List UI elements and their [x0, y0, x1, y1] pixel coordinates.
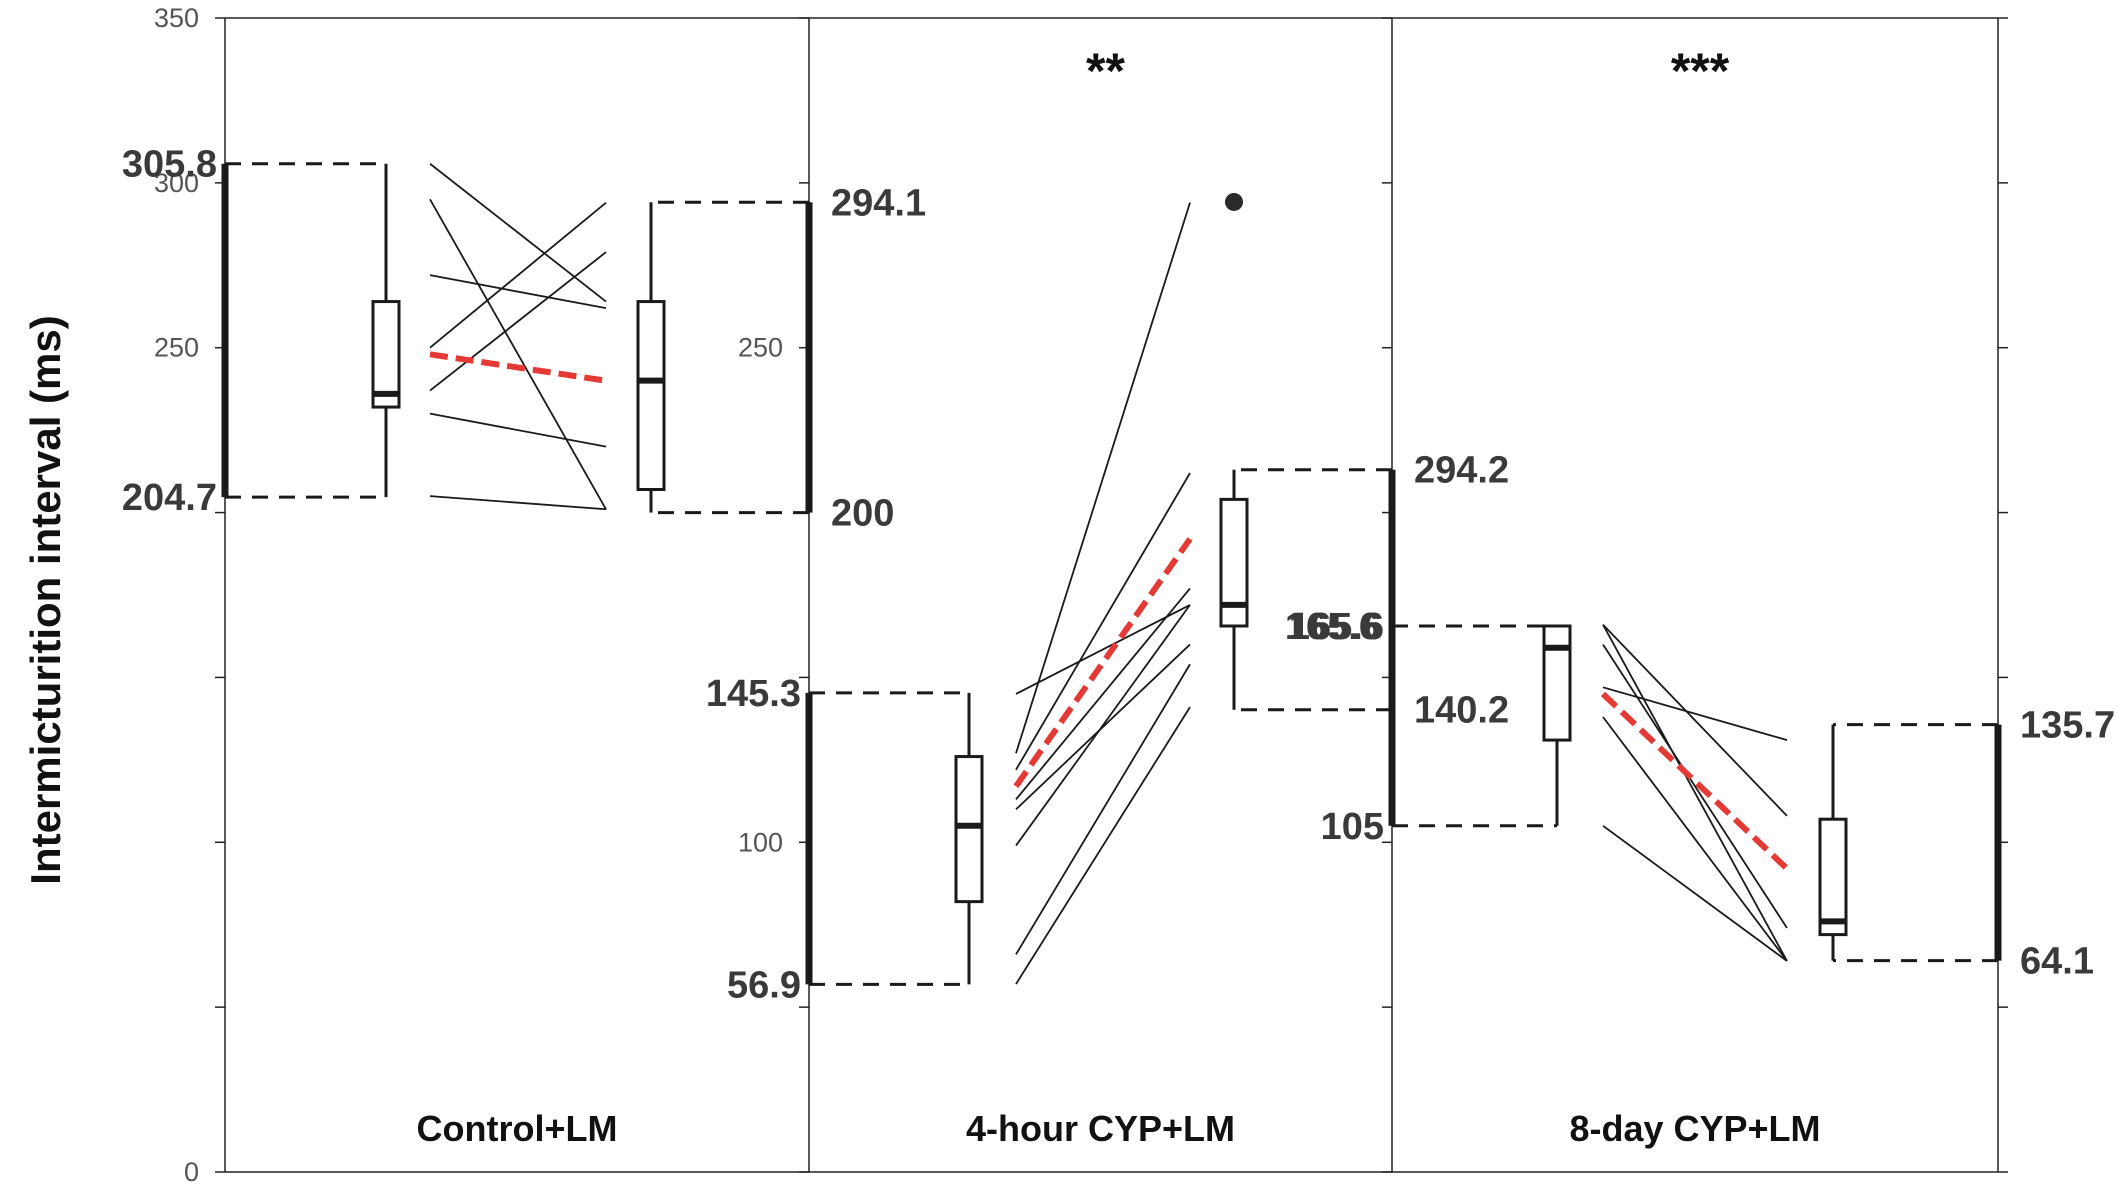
axes-frame [224, 17, 1999, 1173]
group-2-after-outlier-point [1225, 192, 1243, 211]
group-3-mean-line [1600, 691, 1790, 871]
group-2-pair-line [1015, 663, 1191, 955]
group-3-pair-line [1602, 716, 1788, 962]
group-3-after-max-label: 135.7 [2020, 705, 2115, 747]
group-3-before-min-label: 105 [1321, 806, 1384, 848]
group-1-pair-line [429, 495, 607, 511]
group-2-pair-line [1015, 604, 1191, 695]
group-3-before-box [1542, 624, 1572, 742]
group-2-significance-label: ** [1086, 43, 1125, 99]
group-3-after-box [1818, 817, 1848, 937]
group-2-name-label: 4-hour CYP+LM [966, 1108, 1235, 1149]
text-labels: 0 250 300 350 100 250 305.8 204.7 294.1 200Contro… [122, 3, 2115, 1187]
group-2-after-q1-label: 165.6 [1285, 606, 1380, 648]
mean-lines [429, 351, 1790, 871]
group-3-significance-label: *** [1671, 43, 1730, 99]
group-1-after-box [636, 300, 666, 491]
group-1-before-min-label: 204.7 [122, 477, 217, 519]
y-axis-label: Intermicturition interval (ms) [22, 315, 69, 884]
group-2-pair-line [1015, 706, 1191, 985]
group-1-pair-line [429, 198, 607, 510]
box-plots [371, 163, 1848, 985]
y-tick-label-left: 0 [184, 1157, 199, 1187]
y-tick-label-left: 350 [154, 3, 199, 33]
group-2-pair-line [1015, 643, 1191, 810]
y-tick-label-inner: 250 [738, 333, 783, 363]
group-3-pair-line [1602, 643, 1788, 929]
group-3-pair-line [1602, 624, 1788, 962]
group-1-before-max-label: 305.8 [122, 144, 217, 186]
group-2-after-max-label: 294.2 [1414, 450, 1509, 492]
group-1-name-label: Control+LM [417, 1108, 618, 1149]
axis-ticks [215, 17, 2008, 1173]
group-3-name-label: 8-day CYP+LM [1569, 1108, 1820, 1149]
group-2-after-min-label: 140.2 [1414, 690, 1509, 732]
group-1-after-min-label: 200 [831, 493, 894, 535]
group-1-pair-line [429, 251, 607, 392]
group-3-pair-line [1602, 624, 1788, 817]
group-1-pair-line [429, 163, 607, 303]
group-1-before-box [371, 300, 401, 409]
y-tick-label-inner: 100 [738, 827, 783, 857]
y-tick-label-left: 250 [154, 333, 199, 363]
group-1-pair-line [429, 201, 607, 349]
group-3-pair-line [1602, 825, 1788, 962]
range-brackets [221, 162, 2002, 986]
paired-lines [429, 163, 1788, 985]
group-1-pair-line [429, 274, 607, 310]
group-2-pair-line [1015, 202, 1191, 754]
group-2-before-min-label: 56.9 [727, 964, 801, 1006]
group-2-before-box [954, 755, 984, 904]
group-2-pair-line [1015, 587, 1191, 800]
group-1-pair-line [429, 412, 607, 448]
group-1-mean-line [429, 351, 607, 384]
group-3-before-max-label: 165.6 [1289, 606, 1384, 648]
group-1-after-max-label: 294.1 [831, 182, 926, 224]
group-3-after-min-label: 64.1 [2020, 941, 2094, 983]
group-2-pair-line [1015, 472, 1191, 771]
group-3-pair-line [1602, 686, 1788, 741]
group-2-before-max-label: 145.3 [706, 673, 801, 715]
group-2-pair-line [1015, 604, 1191, 847]
group-2-mean-line [1013, 537, 1193, 788]
y-tick-label-left: 300 [154, 168, 199, 198]
